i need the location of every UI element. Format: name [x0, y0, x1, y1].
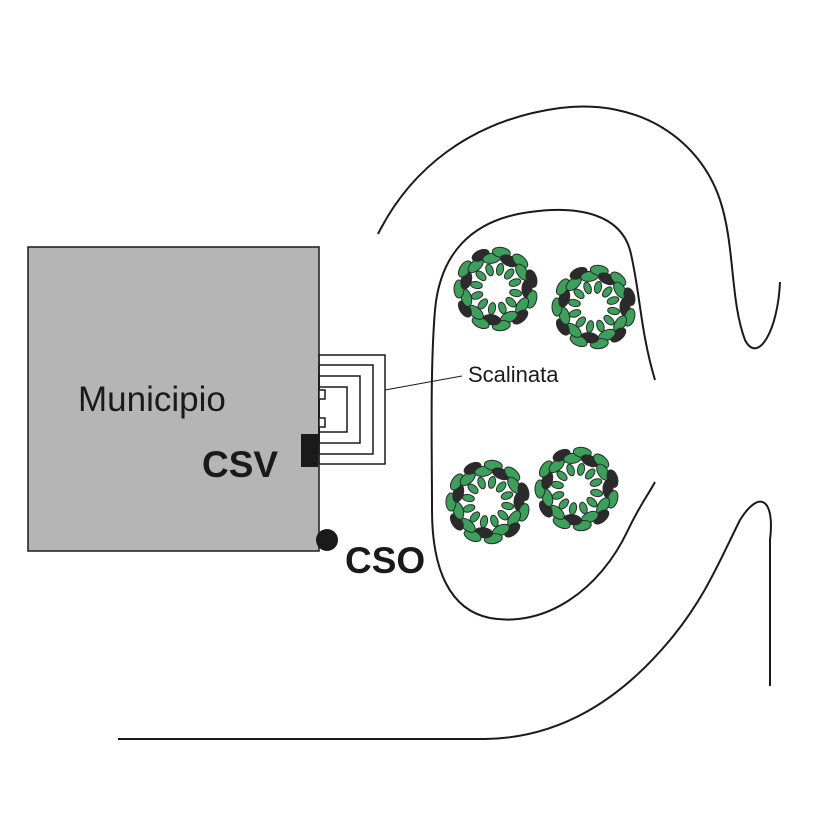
- road-outer-curve: [377, 105, 781, 350]
- road-lower-curve: [118, 500, 772, 740]
- stairs-label: Scalinata: [468, 362, 559, 387]
- tree-icon: [445, 459, 530, 545]
- tree-icon: [534, 446, 619, 532]
- csv-label: CSV: [202, 444, 278, 485]
- trees-layer: [445, 246, 636, 545]
- garden-outline: [430, 208, 656, 621]
- stairs-leader-line: [384, 375, 463, 391]
- municipio-label: Municipio: [78, 380, 226, 419]
- csv-marker: [301, 434, 318, 467]
- tree-icon: [551, 264, 636, 350]
- stairs: [318, 354, 386, 465]
- cso-label: CSO: [345, 540, 425, 581]
- cso-marker: [316, 529, 338, 551]
- municipio-building: [27, 246, 320, 552]
- tree-icon: [453, 246, 538, 332]
